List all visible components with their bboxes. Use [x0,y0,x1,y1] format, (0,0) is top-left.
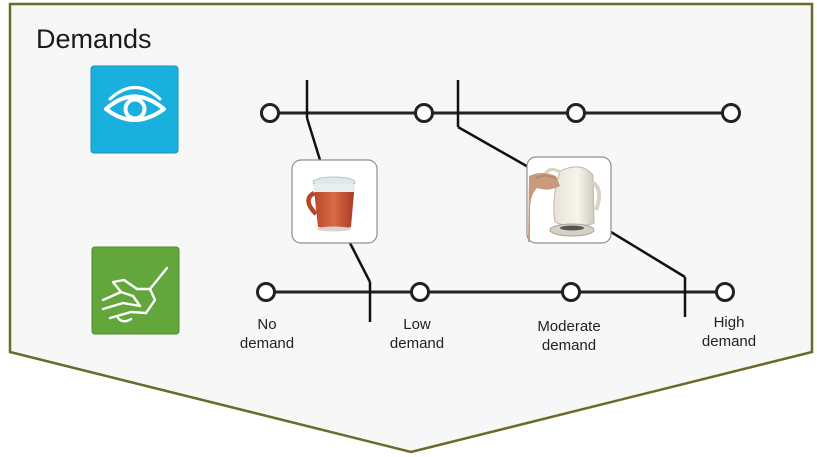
mug-touch-connector [348,242,372,283]
scale-label-line: demand [239,335,295,352]
eye-icon [90,65,179,154]
chevron-frame [8,2,814,454]
scale-label-line: Low [403,316,431,333]
touch-scale [256,277,735,322]
vision-node [721,103,741,123]
touch-node [561,282,581,302]
scale-label-moderate-demand: Moderate demand [519,317,619,355]
touch-node [410,282,430,302]
vision-node [414,103,434,123]
mug-vision-connector [305,117,322,161]
touch-node [715,282,735,302]
vision-scale [260,80,741,127]
scale-label-high-demand: High demand [679,313,779,351]
scale-label-line: High [713,314,745,331]
hand-touch-icon [91,246,180,335]
scale-label-line: No [257,316,277,333]
scale-label-line: Moderate [537,318,601,335]
scale-label-line: demand [389,335,445,352]
kettle-touch-connector [610,230,686,279]
page-title: Demands [36,24,152,54]
kettle-vision-connector [457,125,531,170]
vision-node [260,103,280,123]
scale-label-line: demand [701,333,757,350]
kettle-image [526,156,612,244]
touch-node [256,282,276,302]
scale-label-no-demand: No demand [217,315,317,353]
scale-label-low-demand: Low demand [367,315,467,353]
connectors [305,117,686,283]
mug-image [291,159,378,244]
vision-node [566,103,586,123]
scale-label-line: demand [541,337,597,354]
